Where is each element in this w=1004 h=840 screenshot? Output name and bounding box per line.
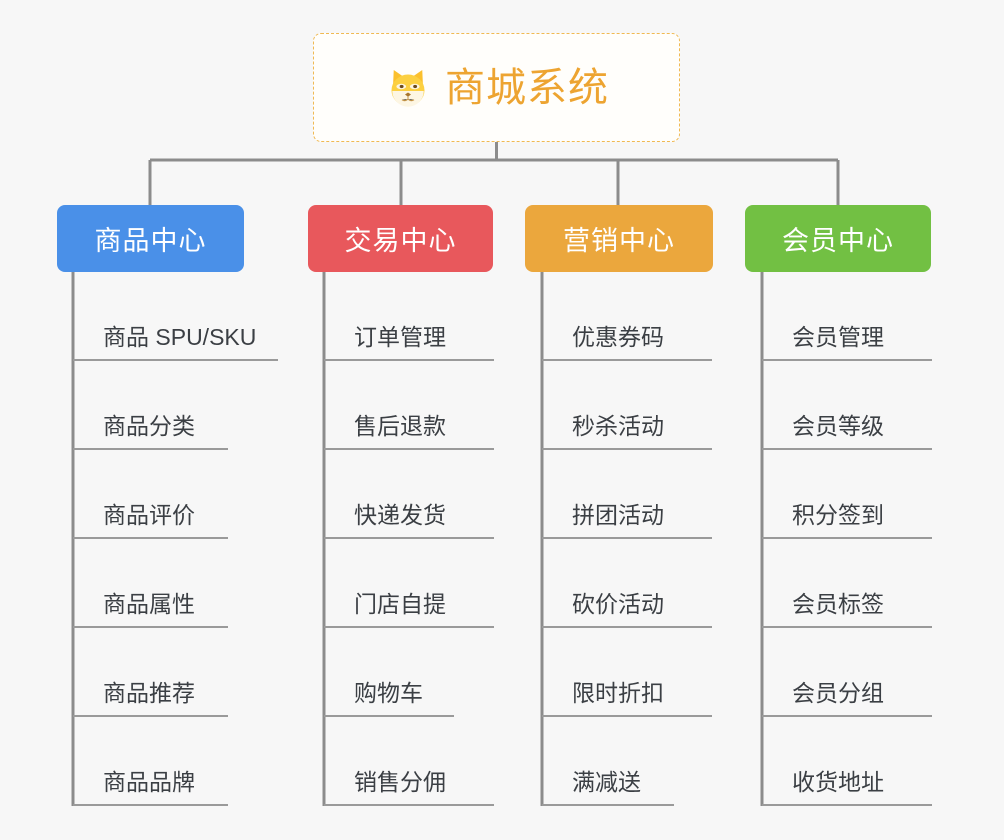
leaf-item-label: 会员等级 <box>792 413 884 439</box>
leaf-item[interactable]: 满减送 <box>542 717 674 806</box>
leaf-item-underline <box>324 804 494 806</box>
leaf-item-label: 快递发货 <box>354 502 446 528</box>
leaf-item[interactable]: 优惠券码 <box>542 272 712 361</box>
leaf-item-label: 限时折扣 <box>572 680 664 706</box>
leaf-item-label: 购物车 <box>354 680 423 706</box>
leaf-item-underline <box>324 626 494 628</box>
leaf-item-label: 积分签到 <box>792 502 884 528</box>
leaf-item[interactable]: 门店自提 <box>324 539 494 628</box>
leaf-item-label: 会员标签 <box>792 591 884 617</box>
leaf-item-label: 拼团活动 <box>572 502 664 528</box>
category-box-2[interactable]: 交易中心 <box>308 205 493 272</box>
leaf-item-underline <box>73 715 228 717</box>
leaf-item-underline <box>762 448 932 450</box>
leaf-item-label: 秒杀活动 <box>572 413 664 439</box>
leaf-item-underline <box>73 537 228 539</box>
leaf-item[interactable]: 商品 SPU/SKU <box>73 272 278 361</box>
leaf-item-label: 商品属性 <box>103 591 195 617</box>
leaf-item[interactable]: 会员管理 <box>762 272 932 361</box>
leaf-item[interactable]: 会员分组 <box>762 628 932 717</box>
leaf-item-underline <box>324 359 494 361</box>
leaf-item-underline <box>324 448 494 450</box>
leaf-item-label: 门店自提 <box>354 591 446 617</box>
leaf-item-underline <box>73 626 228 628</box>
leaf-item-label: 优惠券码 <box>572 324 664 350</box>
leaf-item-label: 商品推荐 <box>103 680 195 706</box>
leaf-item-underline <box>542 804 674 806</box>
leaf-item[interactable]: 商品推荐 <box>73 628 256 717</box>
category-box-3[interactable]: 营销中心 <box>525 205 713 272</box>
leaf-item[interactable]: 会员等级 <box>762 361 932 450</box>
leaf-item-label: 会员管理 <box>792 324 884 350</box>
leaf-item[interactable]: 售后退款 <box>324 361 494 450</box>
root-title: 商城系统 <box>445 65 609 110</box>
category-box-4[interactable]: 会员中心 <box>745 205 931 272</box>
leaf-item-underline <box>762 359 932 361</box>
leaf-item-label: 满减送 <box>572 769 641 795</box>
leaf-item[interactable]: 拼团活动 <box>542 450 712 539</box>
leaf-item-label: 订单管理 <box>354 324 446 350</box>
leaf-item-underline <box>542 626 712 628</box>
leaf-item-underline <box>73 359 278 361</box>
leaf-item[interactable]: 商品属性 <box>73 539 256 628</box>
leaf-item[interactable]: 积分签到 <box>762 450 932 539</box>
category-label: 商品中心 <box>94 226 207 256</box>
leaf-item-underline <box>762 804 932 806</box>
leaf-item-underline <box>762 715 932 717</box>
root-node[interactable]: 商城系统 <box>313 33 680 142</box>
category-box-1[interactable]: 商品中心 <box>57 205 244 272</box>
leaf-item-underline <box>762 626 932 628</box>
category-label: 营销中心 <box>563 226 675 256</box>
category-label: 会员中心 <box>782 226 894 256</box>
leaf-item-label: 商品评价 <box>103 502 195 528</box>
leaf-item-label: 商品 SPU/SKU <box>103 324 257 350</box>
leaf-item[interactable]: 会员标签 <box>762 539 932 628</box>
leaf-item[interactable]: 收货地址 <box>762 717 932 806</box>
leaf-item-label: 商品品牌 <box>103 769 195 795</box>
leaf-item[interactable]: 快递发货 <box>324 450 494 539</box>
leaf-item-underline <box>542 448 712 450</box>
leaf-item[interactable]: 限时折扣 <box>542 628 712 717</box>
leaf-item[interactable]: 订单管理 <box>324 272 494 361</box>
category-label: 交易中心 <box>344 226 457 256</box>
leaf-item-underline <box>762 537 932 539</box>
leaf-item-label: 收货地址 <box>792 769 884 795</box>
leaf-item-underline <box>324 715 454 717</box>
leaf-item-label: 砍价活动 <box>572 591 664 617</box>
leaf-item-label: 售后退款 <box>354 413 446 439</box>
leaf-item[interactable]: 秒杀活动 <box>542 361 712 450</box>
leaf-item-underline <box>542 715 712 717</box>
leaf-item-underline <box>542 359 712 361</box>
leaf-item-label: 商品分类 <box>103 413 195 439</box>
leaf-item[interactable]: 销售分佣 <box>324 717 494 806</box>
leaf-item[interactable]: 商品评价 <box>73 450 256 539</box>
leaf-item[interactable]: 商品分类 <box>73 361 256 450</box>
leaf-item-underline <box>73 448 228 450</box>
leaf-item[interactable]: 砍价活动 <box>542 539 712 628</box>
leaf-column-1: 商品 SPU/SKU 商品分类商品评价商品属性商品推荐商品品牌 <box>73 272 278 806</box>
leaf-item[interactable]: 购物车 <box>324 628 454 717</box>
leaf-column-2: 订单管理售后退款快递发货门店自提购物车销售分佣 <box>324 272 494 806</box>
leaf-item-underline <box>542 537 712 539</box>
leaf-item-label: 销售分佣 <box>354 769 446 795</box>
leaf-item-label: 会员分组 <box>792 680 884 706</box>
shiba-dog-face-icon <box>391 69 425 107</box>
leaf-item-underline <box>73 804 228 806</box>
leaf-column-3: 优惠券码秒杀活动拼团活动砍价活动限时折扣满减送 <box>542 272 712 806</box>
leaf-item[interactable]: 商品品牌 <box>73 717 256 806</box>
leaf-column-4: 会员管理会员等级积分签到会员标签会员分组收货地址 <box>762 272 932 806</box>
leaf-item-underline <box>324 537 494 539</box>
